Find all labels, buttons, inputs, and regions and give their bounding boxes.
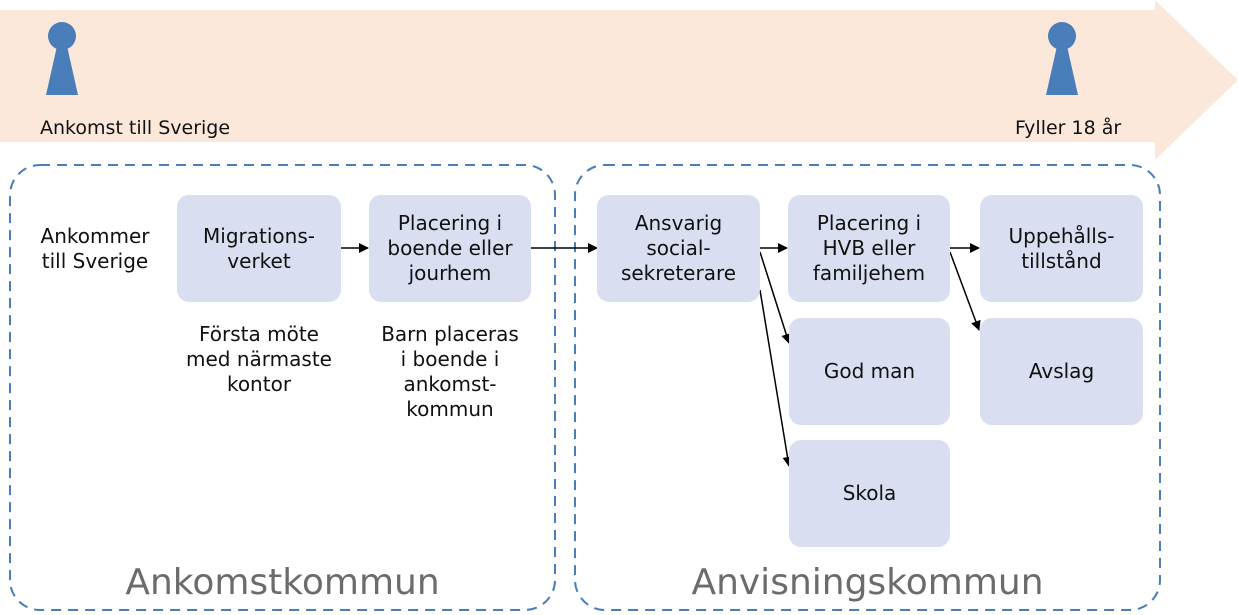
start-text: Ankommer till Sverige [40, 224, 150, 273]
box-migrationsverket: Migrations- verket [177, 195, 341, 302]
note-forsta-mote: Första möte med närmaste kontor [186, 322, 332, 396]
arrow-socialsekreterare-to-skola [759, 289, 793, 467]
arrow-hvb-to-avslag [949, 251, 981, 331]
region-anvisningskommun-border [574, 164, 1161, 611]
box-god-man: God man [789, 318, 950, 425]
timeline-start-label: Ankomst till Sverige [40, 117, 231, 139]
box-placering-boende: Placering i boende eller jourhem [369, 195, 531, 302]
region-ankomstkommun-label: Ankomstkommun [125, 562, 440, 603]
person-marker-icon [1046, 22, 1078, 95]
box-socialsekreterare: Ansvarig social- sekreterare [597, 195, 760, 302]
box-uppehallstillstand: Uppehålls- tillstånd [980, 195, 1143, 302]
box-skola: Skola [789, 440, 950, 547]
region-ankomstkommun-border [9, 164, 556, 611]
person-marker-icon [46, 22, 78, 95]
box-avslag: Avslag [980, 318, 1143, 425]
region-anvisningskommun-label: Anvisningskommun [691, 562, 1044, 603]
timeline-end-label: Fyller 18 år [1015, 117, 1122, 139]
box-placering-hvb: Placering i HVB eller familjehem [788, 195, 950, 302]
arrow-socialsekreterare-to-godman [759, 251, 792, 344]
timeline-arrow [0, 0, 1238, 160]
note-barn-placeras: Barn placeras i boende i ankomst- kommun [381, 322, 519, 421]
